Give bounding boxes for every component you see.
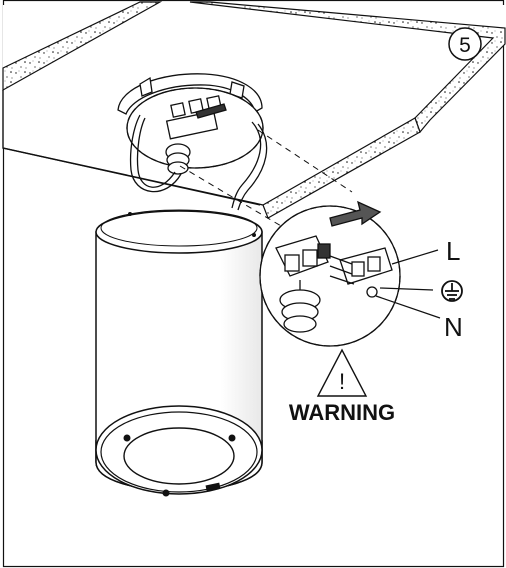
terminal-leaders — [375, 249, 441, 319]
step-number: 5 — [459, 34, 471, 57]
warning-block: ! WARNING — [289, 348, 395, 425]
warning-text: WARNING — [289, 400, 395, 425]
live-label: L — [446, 236, 460, 266]
ground-icon — [441, 280, 463, 302]
ceiling-bracket — [117, 73, 264, 175]
ceiling-edge-left — [2, 1, 163, 92]
ceiling-edge-top — [189, 1, 506, 134]
warning-mark: ! — [339, 369, 345, 394]
magnifier-leaders — [179, 129, 353, 237]
warning-icon — [316, 348, 368, 397]
supply-cables — [129, 114, 268, 211]
neutral-label: N — [444, 312, 463, 342]
luminaire-body — [95, 209, 263, 497]
magnified-terminal-view — [259, 200, 401, 347]
step-badge: 5 — [448, 27, 482, 61]
